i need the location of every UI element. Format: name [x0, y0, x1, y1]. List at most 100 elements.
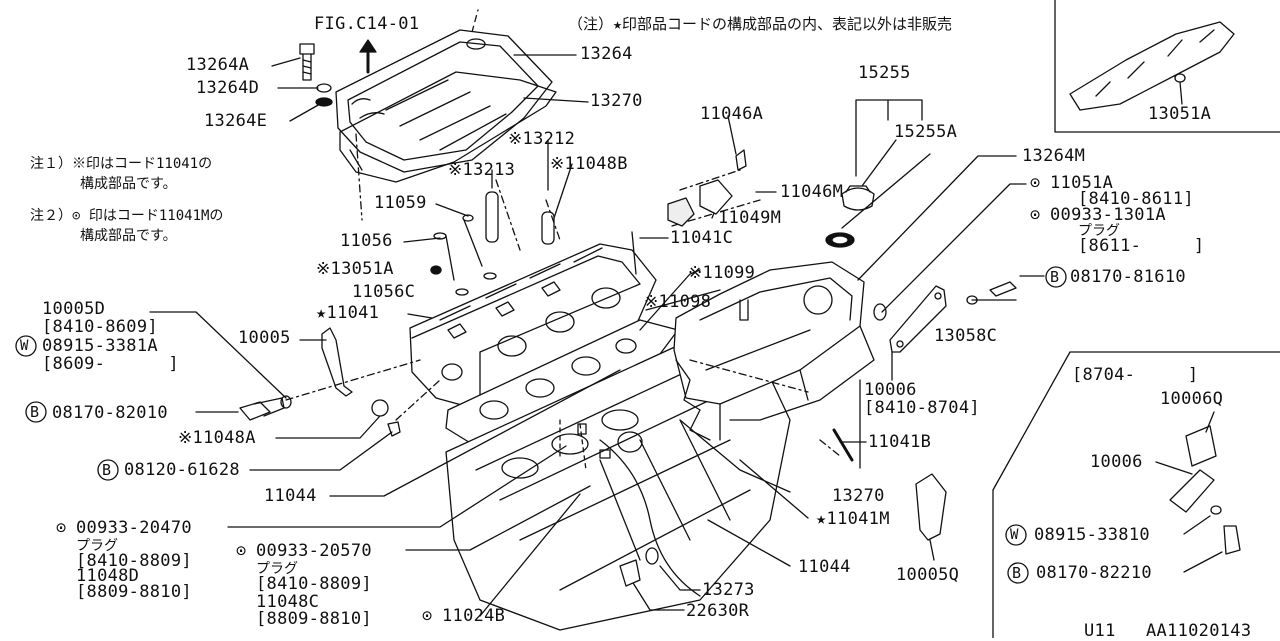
date-range: [8410-8609]	[42, 317, 158, 337]
bolt-08120-61628	[387, 421, 401, 437]
inset-bracket-10006Q	[1155, 411, 1241, 573]
part-label: ★11041M	[816, 509, 890, 529]
up-arrow-icon	[359, 39, 377, 74]
part-label: 13264D	[196, 78, 260, 98]
part-label: 00933-20570	[256, 541, 372, 561]
part-label: 13058C	[934, 326, 998, 346]
part-label: 11059	[374, 193, 427, 213]
part-label: 11056C	[352, 282, 416, 302]
part-label: 13264E	[204, 111, 268, 131]
cover-bolt-13264A	[299, 43, 315, 81]
plate-11046M	[699, 179, 733, 215]
date-range: [8704- ]	[1072, 365, 1199, 385]
part-label: 13270	[590, 91, 643, 111]
part-label: 11044	[264, 486, 317, 506]
part-label: 13270	[832, 486, 885, 506]
valve-parts	[430, 191, 637, 296]
date-range: [8809-8810]	[76, 582, 192, 602]
bolt-11046A	[735, 149, 747, 171]
part-label: 15255A	[894, 122, 958, 142]
date-range: [8410-8611]	[1078, 189, 1194, 209]
oil-filler-cap	[841, 185, 875, 211]
part-label: 11041B	[868, 432, 932, 452]
part-label: 22630R	[686, 601, 750, 621]
washer-w-icon: W	[1010, 527, 1019, 543]
dot-circle-icon: ⊙	[422, 606, 433, 626]
part-label: 08170-81610	[1070, 267, 1186, 287]
date-range: [8611- ]	[1078, 236, 1205, 256]
washer-08915-3381A	[280, 395, 292, 409]
washer-w-icon	[1005, 524, 1027, 546]
part-label: ※11048A	[178, 428, 256, 448]
part-label: 11046M	[780, 182, 844, 202]
bolt-b-icon	[1045, 266, 1067, 288]
part-label: 13051A	[1148, 104, 1212, 124]
gasket-lip	[349, 149, 363, 171]
grommet-11048A	[371, 399, 389, 417]
cylinder-head-right	[673, 261, 875, 441]
part-label: 08120-61628	[124, 460, 240, 480]
part-label: 11056	[340, 231, 393, 251]
part-label: 13264	[580, 44, 633, 64]
part-label: 15255	[858, 63, 911, 83]
footer-code-u: U11	[1084, 621, 1116, 641]
top-note: （注）★印部品コードの構成部品の内、表記以外は非販売	[568, 15, 953, 33]
bolt-b-icon: B	[102, 461, 112, 479]
rocker-gasket	[339, 71, 557, 183]
note-2-line-2: 構成部品です。	[80, 228, 177, 244]
part-label: 08915-33810	[1034, 525, 1150, 545]
bolt-b-icon	[25, 401, 47, 423]
part-label: 13264M	[1022, 146, 1086, 166]
note-2-line-1: 注２）⊙ 印はコード11041Mの	[30, 208, 224, 224]
part-label: 11048D	[76, 566, 140, 586]
bolt-b-icon	[1007, 562, 1029, 584]
washer-w-icon	[15, 335, 37, 357]
part-label: 13264A	[186, 55, 250, 75]
part-label: ※11048B	[550, 154, 628, 174]
part-label: 00933-20470	[76, 518, 192, 538]
grommet-13264D	[316, 83, 332, 93]
part-label: 10006	[1090, 452, 1143, 472]
part-label: 11046A	[700, 104, 764, 124]
dot-circle-icon: ⊙	[56, 518, 67, 538]
part-label: 11048C	[256, 592, 320, 612]
bracket-10005	[321, 327, 353, 397]
sensor-22630R	[619, 547, 659, 587]
footer-code-a: AA11020143	[1146, 621, 1252, 641]
note-1-line-1: 注１）※印はコード11041の	[30, 156, 213, 172]
inset-box-bottom-right	[992, 351, 1280, 638]
part-label: ※13212	[508, 129, 576, 149]
part-label: 11044	[798, 557, 851, 577]
inset-head-part	[1069, 21, 1235, 111]
plug-label: プラグ	[1078, 223, 1120, 239]
fig-reference: FIG.C14-01	[314, 14, 420, 34]
bolt-b-icon: B	[30, 403, 40, 421]
part-label: 11049M	[718, 208, 782, 228]
bracket-10005Q	[915, 473, 947, 541]
bolt-b-icon	[97, 459, 119, 481]
part-label: 10005Q	[896, 565, 960, 585]
washer-13058C	[966, 295, 978, 305]
dot-circle-icon: ⊙	[1030, 205, 1041, 225]
dot-circle-icon: ⊙	[236, 541, 247, 561]
part-label: 11024B	[442, 606, 506, 626]
date-range: [8609- ]	[42, 354, 179, 374]
part-label: 13273	[702, 580, 755, 600]
bolt-08170-82010	[239, 397, 285, 421]
gasket-11049M	[667, 197, 695, 227]
plug-label: プラグ	[76, 538, 118, 554]
part-label: 08170-82210	[1036, 563, 1152, 583]
inset-box-top-right	[1054, 0, 1280, 133]
bolt-b-icon: B	[1050, 268, 1060, 286]
dot-circle-icon: ⊙	[1030, 173, 1041, 193]
bolt-b-icon: B	[1012, 564, 1022, 582]
part-label: ※11098	[644, 292, 712, 312]
part-label: 08915-3381A	[42, 336, 158, 356]
part-label: 10005D	[42, 299, 106, 319]
date-range: [8410-8809]	[76, 551, 192, 571]
date-range: [8809-8810]	[256, 609, 372, 629]
part-label: 10005	[238, 328, 291, 348]
stud-11041B	[832, 428, 854, 462]
